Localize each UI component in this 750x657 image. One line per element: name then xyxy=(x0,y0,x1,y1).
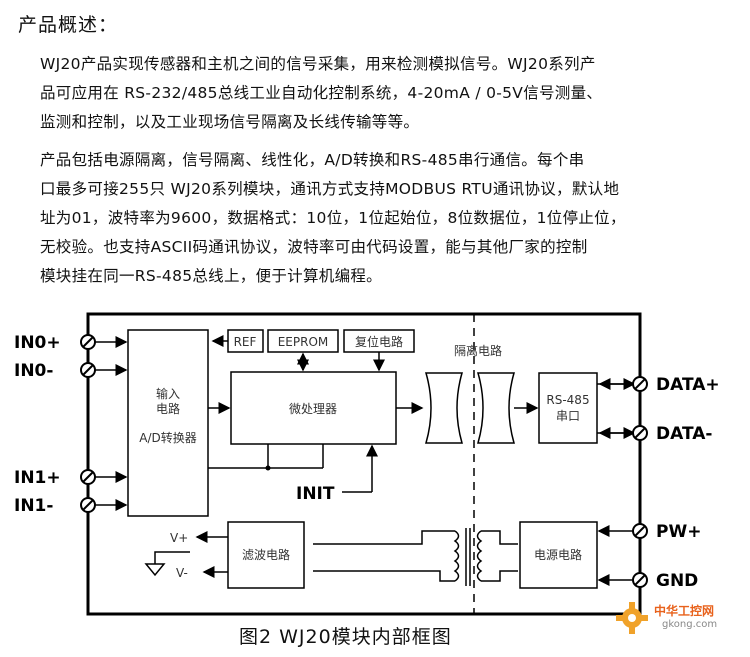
terminal-gnd xyxy=(632,572,648,588)
paragraph-line: 口最多可接255只 WJ20系列模块，通讯方式支持MODBUS RTU通讯协议，… xyxy=(40,180,620,198)
eeprom-label: EEPROM xyxy=(278,335,329,349)
reset-label: 复位电路 xyxy=(355,334,403,349)
vplus-label: V+ xyxy=(170,531,188,545)
paragraph-line: 模块挂在同一RS-485总线上，便于计算机编程。 xyxy=(40,267,382,285)
paragraph-line: WJ20产品实现传感器和主机之间的信号采集，用来检测模拟信号。WJ20系列产 xyxy=(40,55,596,73)
vminus-label: V- xyxy=(176,566,188,580)
pin-label-data-plus: DATA+ xyxy=(656,375,720,395)
paragraph-line: 址为01，波特率为9600，数据格式：10位，1位起始位，8位数据位，1位停止位… xyxy=(40,209,626,227)
terminal-in1-minus xyxy=(80,497,96,513)
section-heading: 产品概述： xyxy=(18,14,119,36)
paragraph-line: 产品包括电源隔离，信号隔离、线性化，A/D转换和RS-485串行通信。每个串 xyxy=(40,151,585,169)
serial-label: 串口 xyxy=(556,409,580,423)
module-outline xyxy=(86,312,642,616)
circuit-label: 电路 xyxy=(156,401,180,416)
pin-label-pw-plus: PW+ xyxy=(656,522,701,542)
block-diagram: IN0+ IN0- IN1+ IN1- 输入 电路 A/D转换器 REF EEP… xyxy=(14,312,720,616)
watermark-title: 中华工控网 xyxy=(654,604,715,618)
paragraph-line: 无校验。也支持ASCII码通讯协议，波特率可由代码设置，能与其他厂家的控制 xyxy=(40,238,588,256)
pin-label-in1-minus: IN1- xyxy=(14,496,53,516)
mcu-label: 微处理器 xyxy=(289,402,337,416)
pin-label-in0-plus: IN0+ xyxy=(14,333,61,353)
watermark-logo: 中华工控网 gkong.com xyxy=(612,598,742,638)
figure-caption: 图2 WJ20模块内部框图 xyxy=(239,626,452,648)
eeprom-block xyxy=(267,329,339,353)
input-ad-block xyxy=(127,329,209,517)
terminal-in1-plus xyxy=(80,469,96,485)
terminal-in0-plus xyxy=(80,334,96,350)
adc-label: A/D转换器 xyxy=(139,430,197,445)
ground-icon xyxy=(144,563,166,577)
pin-label-in0-minus: IN0- xyxy=(14,361,53,381)
overview-paragraph-1: WJ20产品实现传感器和主机之间的信号采集，用来检测模拟信号。WJ20系列产 品… xyxy=(40,50,730,137)
power-block xyxy=(519,521,598,589)
isolation-coupler-left xyxy=(425,372,463,444)
mcu-block xyxy=(230,371,397,445)
ref-label: REF xyxy=(234,335,257,349)
terminal-in0-minus xyxy=(80,362,96,378)
terminal-data-minus xyxy=(632,425,648,441)
pin-label-gnd: GND xyxy=(656,571,698,591)
isolation-label: 隔离电路 xyxy=(454,343,502,358)
paragraph-line: 监测和控制，以及工业现场信号隔离及长线传输等等。 xyxy=(40,113,420,131)
paragraph-line: 品可应用在 RS-232/485总线工业自动化控制系统，4-20mA / 0-5… xyxy=(40,84,603,102)
gear-icon xyxy=(616,602,648,634)
transformer-icon xyxy=(453,528,483,586)
rs485-label: RS-485 xyxy=(546,393,589,407)
power-label: 电源电路 xyxy=(534,547,582,562)
rs485-block xyxy=(538,372,598,444)
watermark-url: gkong.com xyxy=(662,619,718,630)
terminal-data-plus xyxy=(632,376,648,392)
init-label: INIT xyxy=(296,484,335,504)
pin-label-in1-plus: IN1+ xyxy=(14,468,61,488)
terminal-pw-plus xyxy=(632,523,648,539)
isolation-coupler-right xyxy=(477,372,515,444)
input-label: 输入 xyxy=(156,386,180,401)
filter-block xyxy=(227,521,305,589)
pin-label-data-minus: DATA- xyxy=(656,424,712,444)
filter-label: 滤波电路 xyxy=(242,547,290,562)
overview-paragraph-2: 产品包括电源隔离，信号隔离、线性化，A/D转换和RS-485串行通信。每个串 口… xyxy=(40,146,730,291)
